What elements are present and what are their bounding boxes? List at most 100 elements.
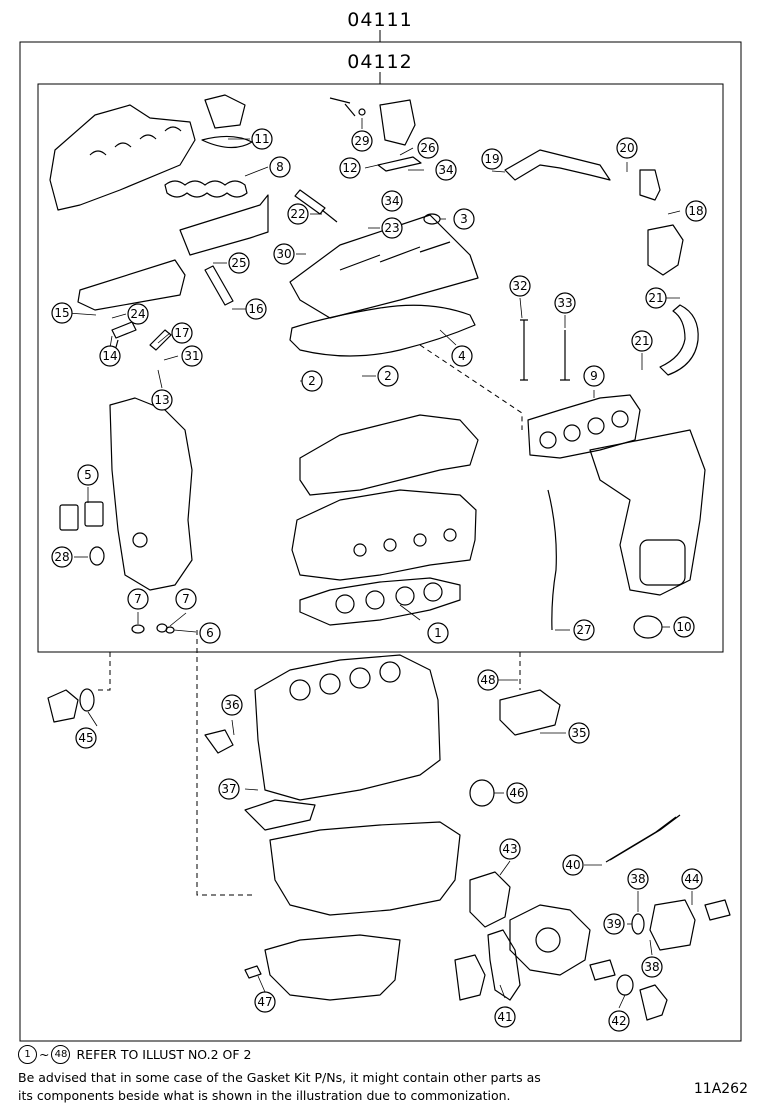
callout-number: 7 — [134, 592, 142, 606]
callout-number: 29 — [354, 134, 369, 148]
callout-number: 32 — [512, 279, 527, 293]
callout-number: 40 — [565, 858, 580, 872]
callout-circle — [51, 302, 73, 324]
callout-circle — [351, 130, 373, 152]
callout-28: 28 — [51, 546, 73, 568]
callout-number: 46 — [509, 786, 524, 800]
callout-number: 24 — [130, 307, 145, 321]
callout-41: 41 — [494, 1006, 516, 1028]
advisory-note-line-2: its components beside what is shown in t… — [18, 1088, 511, 1103]
callout-15: 15 — [51, 302, 73, 324]
callout-number: 33 — [557, 296, 572, 310]
outer-part-number: 04111 — [347, 9, 412, 31]
callout-38: 38 — [627, 868, 649, 890]
callout-number: 2 — [308, 374, 316, 388]
callout-circle — [685, 200, 707, 222]
callout-34: 34 — [435, 159, 457, 181]
callout-30: 30 — [273, 243, 295, 265]
callout-circle — [631, 330, 653, 352]
illustration-code: 11A262 — [693, 1081, 748, 1097]
callout-5: 5 — [77, 464, 99, 486]
callout-7: 7 — [127, 588, 149, 610]
callout-circle — [151, 389, 173, 411]
callout-circle — [171, 322, 193, 344]
inner-part-number: 04112 — [347, 51, 412, 73]
callout-number: 20 — [619, 141, 634, 155]
callout-7: 7 — [175, 588, 197, 610]
callout-circle — [417, 137, 439, 159]
callout-4: 4 — [451, 345, 473, 367]
callout-circle — [608, 1010, 630, 1032]
callout-circle — [228, 252, 250, 274]
callout-24: 24 — [127, 303, 149, 325]
callout-11: 11 — [251, 128, 273, 150]
callout-circle — [127, 303, 149, 325]
callout-36: 36 — [221, 694, 243, 716]
callout-12: 12 — [339, 157, 361, 179]
callout-circle — [499, 838, 521, 860]
callout-number: 22 — [290, 207, 305, 221]
callout-10: 10 — [673, 616, 695, 638]
callout-22: 22 — [287, 203, 309, 225]
callout-circle — [494, 1006, 516, 1028]
callout-45: 45 — [75, 727, 97, 749]
callout-27: 27 — [573, 619, 595, 641]
callout-number: 1 — [434, 626, 442, 640]
callout-number: 4 — [458, 349, 466, 363]
callout-16: 16 — [245, 298, 267, 320]
callout-circle — [175, 588, 197, 610]
callout-circle — [251, 128, 273, 150]
callout-circle — [381, 190, 403, 212]
callout-34: 34 — [381, 190, 403, 212]
callout-circle — [218, 778, 240, 800]
callout-25: 25 — [228, 252, 250, 274]
callout-circle — [435, 159, 457, 181]
leader-lines — [67, 118, 693, 1009]
callout-23: 23 — [381, 217, 403, 239]
callout-number: 28 — [54, 550, 69, 564]
callout-number: 48 — [480, 673, 495, 687]
callout-9: 9 — [583, 365, 605, 387]
callout-circle — [509, 275, 531, 297]
callout-40: 40 — [562, 854, 584, 876]
callout-38: 38 — [641, 956, 663, 978]
callout-circle — [199, 622, 221, 644]
callout-circle — [51, 546, 73, 568]
range-end-callout: 48 — [51, 1045, 71, 1064]
callout-43: 43 — [499, 838, 521, 860]
range-start-callout: 1 — [18, 1045, 37, 1064]
callout-number: 12 — [342, 161, 357, 175]
callout-number: 41 — [497, 1010, 512, 1024]
callout-circle — [221, 694, 243, 716]
callout-number: 2 — [384, 369, 392, 383]
callout-1: 1 — [427, 622, 449, 644]
callout-number: 47 — [257, 995, 272, 1009]
callout-number: 38 — [644, 960, 659, 974]
callout-6: 6 — [199, 622, 221, 644]
callout-13: 13 — [151, 389, 173, 411]
callout-number: 25 — [231, 256, 246, 270]
callout-19: 19 — [481, 148, 503, 170]
callout-32: 32 — [509, 275, 531, 297]
refer-text: REFER TO ILLUST NO.2 OF 2 — [76, 1046, 252, 1062]
callout-circle — [453, 208, 475, 230]
callout-circle — [616, 137, 638, 159]
callout-39: 39 — [603, 913, 625, 935]
callout-circle — [287, 203, 309, 225]
callout-number: 30 — [276, 247, 291, 261]
callout-circle — [645, 287, 667, 309]
callout-circle — [339, 157, 361, 179]
callout-circle — [301, 370, 323, 392]
callout-number: 36 — [224, 698, 239, 712]
callout-circle — [583, 365, 605, 387]
callout-circle — [181, 345, 203, 367]
callout-circle — [627, 868, 649, 890]
callout-number: 14 — [102, 349, 117, 363]
callout-number: 34 — [384, 194, 399, 208]
callout-14: 14 — [99, 345, 121, 367]
callout-number: 15 — [54, 306, 69, 320]
callout-number: 21 — [648, 291, 663, 305]
callout-circle — [427, 622, 449, 644]
callout-number: 44 — [684, 872, 699, 886]
